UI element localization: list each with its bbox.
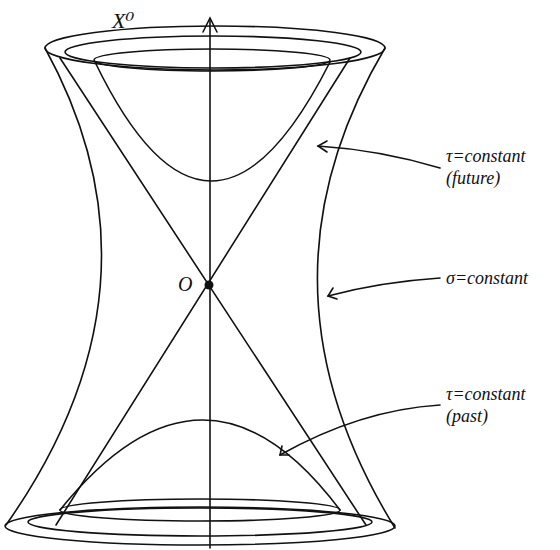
curve-label: σ=constant (446, 268, 528, 290)
hyperboloid-side (317, 48, 395, 528)
leader-arrowhead (328, 288, 337, 299)
leader-line (318, 146, 440, 168)
past-bowl-rim (60, 499, 340, 521)
axis-label: X⁰ (112, 8, 134, 34)
hyperboloid-side (6, 48, 102, 525)
light-cone-line (56, 58, 350, 525)
origin-dot (205, 281, 214, 290)
light-cone-line (60, 58, 366, 525)
past-hyperboloid (60, 420, 340, 510)
leader-line (280, 405, 440, 455)
leader-arrowhead (318, 141, 327, 152)
leader-line (328, 278, 440, 296)
curve-label: τ=constant (future) (446, 146, 526, 189)
curve-label: τ=constant (past) (446, 384, 526, 427)
axis-arrowhead (203, 18, 217, 32)
leader-arrowhead (280, 446, 289, 455)
top-rim (65, 36, 361, 68)
future-bowl-rim (94, 49, 330, 71)
origin-label: O (178, 272, 192, 296)
bottom-rim (28, 508, 372, 536)
future-hyperboloid (95, 62, 330, 181)
